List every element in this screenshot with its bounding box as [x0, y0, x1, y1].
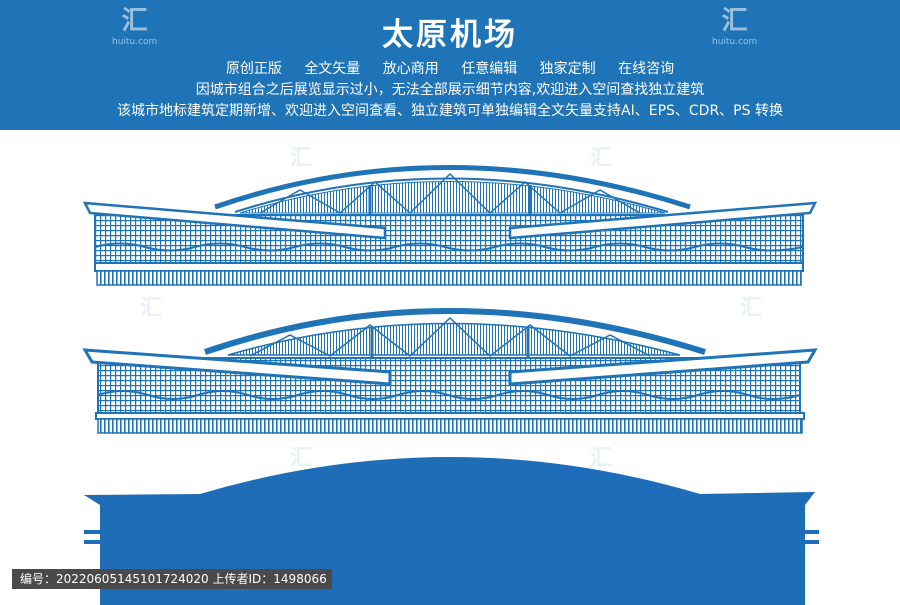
footer-id-bar: 编号：20220605145101724020 上传者ID：1498066 — [12, 569, 332, 589]
tag-consult: 在线咨询 — [618, 61, 675, 77]
page-title: 太原机场 — [382, 17, 518, 53]
tag-custom: 独家定制 — [539, 61, 596, 77]
tag-commercial: 放心商用 — [382, 61, 439, 77]
notice-line-2: 该城市地标建筑定期新增、欢迎进入空间查看、独立建筑可单独编辑全文矢量支持AI、E… — [117, 103, 783, 119]
tag-line: 原创正版 全文矢量 放心商用 任意编辑 独家定制 在线咨询 — [0, 58, 900, 78]
watermark-logo: 汇 — [290, 146, 313, 171]
watermark-logo: 汇 — [740, 296, 763, 321]
watermark-logo: 汇 — [140, 296, 163, 321]
tag-original: 原创正版 — [225, 61, 282, 77]
tag-editable: 任意编辑 — [461, 61, 518, 77]
tag-vector: 全文矢量 — [304, 61, 361, 77]
terminal-silhouette — [84, 457, 819, 605]
watermark-logo: 汇 — [590, 446, 613, 471]
watermark-logo: 汇 — [590, 146, 613, 171]
airport-illustration — [82, 165, 819, 605]
terminal-lineart-2 — [82, 308, 818, 434]
watermark-logo: 汇 — [290, 446, 313, 471]
notice-line-1: 因城市组合之后展览显示过小，无法全部展示细节内容,欢迎进入空间查找独立建筑 — [195, 82, 705, 98]
terminal-lineart-1 — [82, 165, 818, 286]
